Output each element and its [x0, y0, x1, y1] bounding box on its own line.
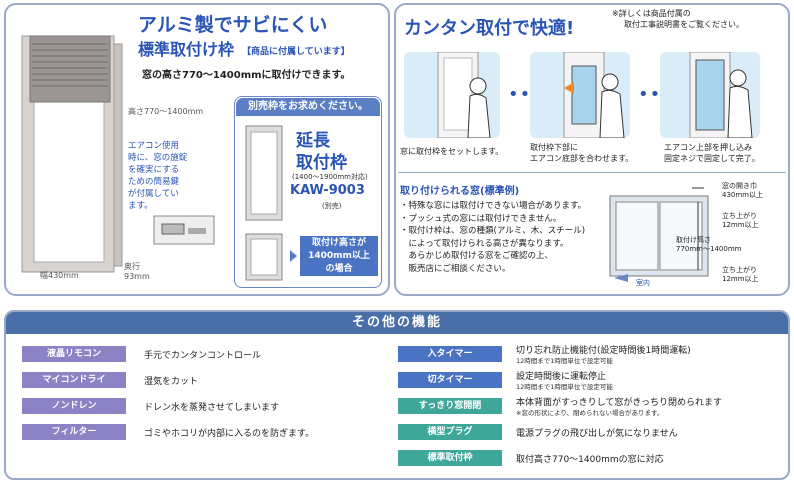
step3-illustration — [660, 52, 760, 138]
indoor-label: 室内 — [636, 279, 650, 287]
feature-text-flat-plug: 電源プラグの飛び出しが気になりません — [516, 429, 678, 439]
feature-label-flat-plug: 横型プラグ — [398, 424, 502, 440]
feature-text-standard-frame: 取付高さ770～1400mmの窓に対応 — [516, 455, 664, 465]
install-height-label: 取付け高さ 770mm～1400mm — [676, 236, 742, 253]
rise-top-label: 立ち上がり 12mm以上 — [722, 212, 759, 229]
frame-title-2: 標準取付け枠 — [138, 40, 235, 59]
feature-label-window-close: すっきり窓開閉 — [398, 398, 502, 414]
feature-label-lcd-remote: 液晶リモコン — [22, 346, 126, 362]
extension-model: KAW-9003 — [290, 183, 365, 198]
manual-note: ※詳しくは商品付属の 取付工事説明書をご覧ください。 — [612, 9, 744, 29]
feature-text-non-drain: ドレン水を蒸発させてしまいます — [144, 403, 280, 413]
frame-subtitle: 窓の高さ770～1400mmに取付けできます。 — [142, 70, 351, 81]
feature-text-on-timer: 切り忘れ防止機能付(設定時間後1時間運転) — [516, 346, 691, 356]
features-panel — [4, 310, 790, 480]
open-width-label: 窓の開き巾 430mm以上 — [722, 182, 763, 199]
windows-bullets: ・特殊な窓には取付けできない場合があります。 ・プッシュ式の窓には取付けできませ… — [400, 201, 587, 274]
frame-title-1: アルミ製でサビにくい — [138, 14, 328, 36]
frame-title-note: 【商品に付属しています】 — [242, 47, 350, 57]
extension-title-1: 延長 — [296, 131, 330, 151]
feature-label-off-timer: 切タイマー — [398, 372, 502, 388]
feature-text-window-close: 本体背面がすっきりして窓がきっちり閉められます — [516, 398, 723, 408]
arrow-icon — [288, 248, 298, 262]
height-label: 高さ770～1400mm — [128, 107, 204, 116]
feature-label-micom-dry: マイコンドライ — [22, 372, 126, 388]
feature-text-lcd-remote: 手元でカンタンコントロール — [144, 351, 262, 361]
step2-illustration — [530, 52, 630, 138]
feature-label-filter: フィルター — [22, 424, 126, 440]
key-illustration — [148, 210, 220, 250]
extension-title-2: 取付枠 — [296, 153, 347, 173]
rise-bottom-label: 立ち上がり 12mm以上 — [722, 266, 759, 283]
extension-condition: 取付け高さが 1400mm以上 の場合 — [300, 236, 378, 276]
step3-text: エアコン上部を押し込み 固定ネジで固定して完了。 — [664, 143, 760, 163]
feature-text-off-timer: 設定時間後に運転停止 — [516, 372, 607, 382]
divider-line — [398, 172, 786, 173]
extension-frame-image — [244, 124, 284, 222]
feature-sub-off-timer: 12時間まで1時間単位で設定可能 — [516, 383, 613, 391]
feature-text-filter: ゴミやホコリが内部に入るのを防ぎます。 — [144, 429, 315, 439]
step1-text: 窓に取付枠をセットします。 — [400, 147, 504, 156]
feature-text-micom-dry: 湿気をカット — [144, 377, 199, 387]
extension-note: (別売) — [322, 202, 342, 210]
windows-title: 取り付けられる窓(標準例) — [400, 186, 520, 197]
feature-sub-window-close: ※窓の形状により、閉められない場合があります。 — [516, 409, 664, 417]
step2-text: 取付枠下部に エアコン底部を合わせます。 — [530, 143, 634, 163]
width-label: 幅430mm — [40, 271, 79, 280]
standard-frame-thumb — [244, 232, 284, 282]
extension-range: (1400～1900mm対応) — [292, 173, 368, 181]
key-note: エアコン使用 時に、窓の施錠 を確実にする ための簡易鍵 が付属してい ます。 — [128, 141, 188, 211]
installation-title: カンタン取付で快適! — [404, 18, 575, 39]
feature-label-standard-frame: 標準取付枠 — [398, 450, 502, 466]
window-diagram — [604, 182, 724, 290]
feature-label-non-drain: ノンドレン — [22, 398, 126, 414]
feature-sub-on-timer: 12時間まで1時間単位で設定可能 — [516, 357, 613, 365]
feature-label-on-timer: 入タイマー — [398, 346, 502, 362]
frame-illustration — [14, 14, 124, 276]
depth-label: 奥行 93mm — [124, 262, 150, 281]
sold-separately-header: 別売枠をお求めください。 — [236, 98, 380, 116]
features-header: その他の機能 — [6, 312, 788, 334]
step1-illustration — [404, 52, 500, 138]
